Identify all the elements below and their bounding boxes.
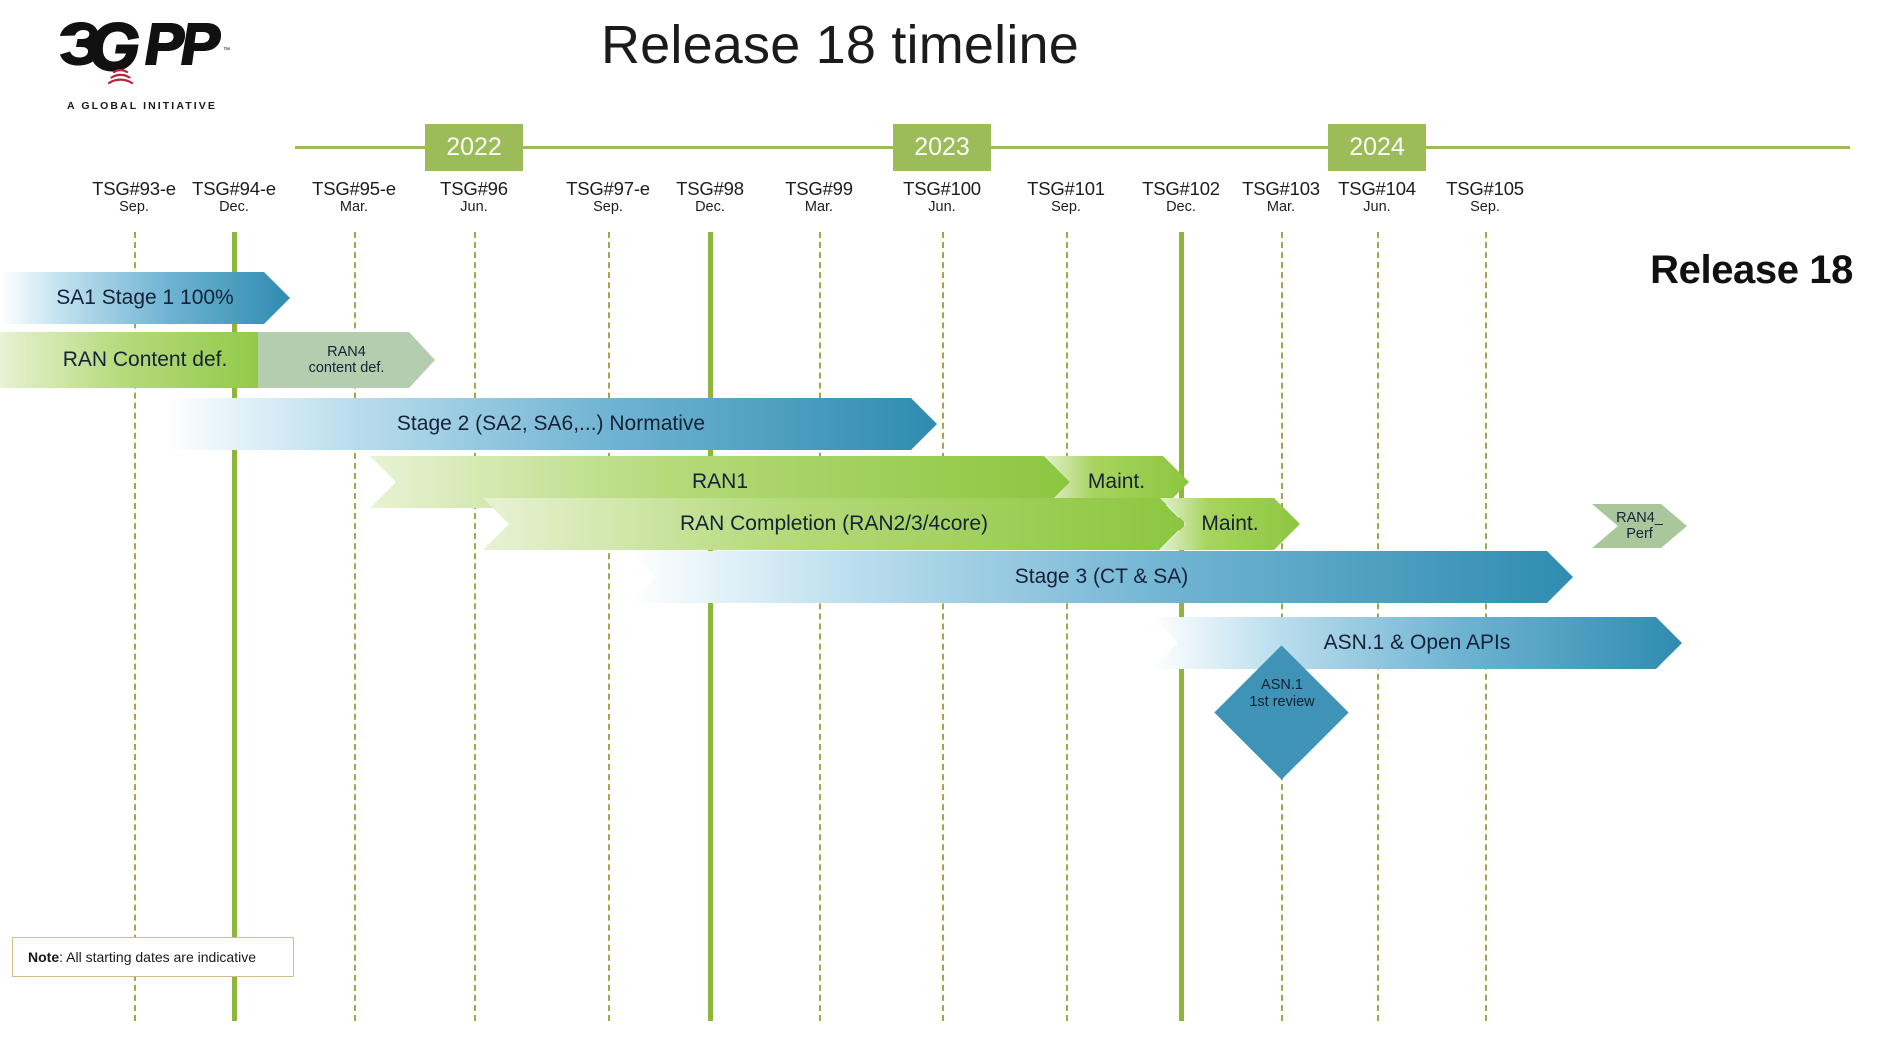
tick-name: TSG#104 [1338,178,1416,199]
tick-name: TSG#99 [785,178,853,199]
bar-label-line1: RAN4 [327,344,366,360]
tick-name: TSG#103 [1242,178,1320,199]
timeline-axis [295,146,1850,149]
bar-label: RAN4_ Perf [1616,510,1663,542]
marker-label-line2: 1st review [1249,694,1315,710]
tick-tsg104: TSG#104 Jun. [1302,178,1452,216]
tick-tsg100: TSG#100 Jun. [867,178,1017,216]
tick-tsg105: TSG#105 Sep. [1410,178,1560,216]
tick-tsg93e: TSG#93-e Sep. [59,178,209,216]
bar-stage3[interactable]: Stage 3 (CT & SA) [630,551,1573,603]
tick-name: TSG#100 [903,178,981,199]
note-text: : All starting dates are indicative [59,949,257,965]
tick-name: TSG#96 [440,178,508,199]
tick-tsg97e: TSG#97-e Sep. [533,178,683,216]
note-prefix-text: Note [28,949,60,965]
bar-label: RAN1 [691,470,749,493]
bar-label: SA1 Stage 1 100% [56,286,234,309]
gridline-tsg94e [232,232,237,1021]
gridline-tsg93e [134,232,136,1021]
bar-sa1-stage1[interactable]: SA1 Stage 1 100% [0,272,290,324]
year-badge-2023: 2023 [893,124,991,171]
tick-tsg102: TSG#102 Dec. [1106,178,1256,216]
tick-tsg94e: TSG#94-e Dec. [159,178,309,216]
bar-label: Stage 3 (CT & SA) [1014,565,1189,588]
bar-ran-content-def[interactable]: RAN Content def. [0,332,290,388]
bar-asn1-open-apis[interactable]: ASN.1 & Open APIs [1152,617,1682,669]
tick-tsg99: TSG#99 Mar. [744,178,894,216]
3gpp-logo: ™ A GLOBAL INITIATIVE [52,14,232,122]
bar-label: Maint. [1087,470,1146,493]
tick-name: TSG#93-e [92,178,176,199]
3gpp-logo-icon: ™ [60,22,230,85]
bar-label: Stage 2 (SA2, SA6,...) Normative [396,412,706,435]
note-prefix: Note [28,949,59,965]
tick-month: Jun. [928,199,956,215]
bar-label-line2: content def. [308,360,385,376]
bar-label: Maint. [1201,512,1259,535]
tick-month: Dec. [695,199,725,215]
tick-name: TSG#95-e [312,178,396,199]
page-title: Release 18 timeline [600,15,1080,75]
tick-month: Sep. [593,199,623,215]
tick-month: Mar. [339,199,369,215]
bar-ran-completion[interactable]: RAN Completion (RAN2/3/4core) [483,498,1185,550]
marker-label-line1: ASN.1 [1261,677,1303,693]
tick-month: Sep. [1051,199,1081,215]
gridline-tsg95e [354,232,356,1021]
gridline-tsg101 [1066,232,1068,1021]
bar-label-line2: Perf [1626,526,1653,542]
bar-label: ASN.1 & Open APIs [1323,631,1511,654]
tick-name: TSG#97-e [566,178,650,199]
tick-month: Sep. [1470,199,1500,215]
tick-month: Jun. [460,199,488,215]
tick-tsg101: TSG#101 Sep. [991,178,1141,216]
bar-ran4-perf[interactable]: RAN4_ Perf [1592,504,1687,548]
bar-label: RAN Completion (RAN2/3/4core) [679,512,989,535]
bar-label: RAN Content def. [62,348,228,371]
tick-name: TSG#101 [1027,178,1105,199]
gridline-tsg96 [474,232,476,1021]
year-badge-2022: 2022 [425,124,523,171]
year-badge-2024: 2024 [1328,124,1426,171]
marker-asn1-first-review-label: ASN.1 1st review [1222,677,1342,711]
bar-label-line1: RAN4_ [1616,510,1663,526]
bar-ran-completion-maint[interactable]: Maint. [1160,498,1300,550]
gridline-tsg97e [608,232,610,1021]
tick-tsg96: TSG#96 Jun. [399,178,549,216]
tick-month: Dec. [219,199,249,215]
svg-text:™: ™ [223,47,230,54]
bar-stage2-normative[interactable]: Stage 2 (SA2, SA6,...) Normative [165,398,937,450]
bar-label: RAN4 content def. [309,344,385,376]
tick-month: Jun. [1363,199,1391,215]
tick-name: TSG#102 [1142,178,1220,199]
tick-month: Dec. [1166,199,1196,215]
tick-month: Mar. [1266,199,1296,215]
tick-tsg103: TSG#103 Mar. [1206,178,1356,216]
tick-month: Sep. [119,199,149,215]
tick-tsg95e: TSG#95-e Mar. [279,178,429,216]
release-label: Release 18 [1650,248,1853,292]
gridline-tsg98 [708,232,713,1021]
gridline-tsg99 [819,232,821,1021]
logo-tagline: A GLOBAL INITIATIVE [67,100,217,112]
tick-name: TSG#105 [1446,178,1524,199]
bar-ran4-content-def[interactable]: RAN4 content def. [258,332,435,388]
gridline-tsg100 [942,232,944,1021]
note-box: Note: All starting dates are indicative [12,937,294,977]
tick-tsg98: TSG#98 Dec. [635,178,785,216]
tick-name: TSG#98 [676,178,744,199]
tick-month: Mar. [804,199,834,215]
tick-name: TSG#94-e [192,178,276,199]
